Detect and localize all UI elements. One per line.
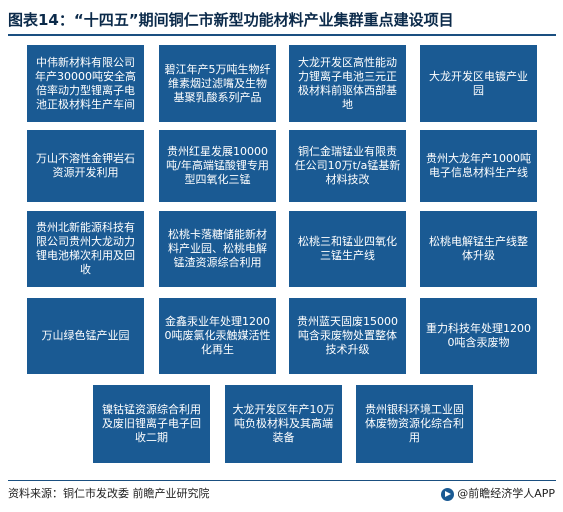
project-box: 中伟新材料有限公司年产30000吨安全高倍率动力型锂离子电池正极材料生产车间 [27,45,144,122]
project-label: 贵州大龙年产1000吨电子信息材料生产线 [426,152,531,179]
brand-label: @前瞻经济学人APP [457,487,555,500]
page-title: 图表14：“十四五”期间铜仁市新型功能材料产业集群重点建设项目 [8,11,454,29]
project-label: 中伟新材料有限公司年产30000吨安全高倍率动力型锂离子电池正极材料生产车间 [35,55,136,111]
project-box: 松桃电解锰生产线整体升级 [420,211,537,287]
project-label: 大龙开发区年产10万吨负极材料及其高端装备 [232,403,335,444]
source-note: 资料来源：铜仁市发改委 前瞻产业研究院 [8,487,210,500]
project-label: 镍钴锰资源综合利用及废旧锂离子电子回收二期 [102,403,201,444]
project-box: 镍钴锰资源综合利用及废旧锂离子电子回收二期 [93,385,210,463]
project-box: 贵州红星发展10000吨/年高端锰酸锂专用型四氧化三锰 [159,130,276,202]
project-box: 铜仁金瑞锰业有限责任公司10万t/a锰基新材料技改 [289,130,406,202]
project-box: 贵州北新能源科技有限公司贵州大龙动力锂电池梯次利用及回收 [27,211,144,287]
project-box: 金鑫汞业年处理12000吨废氯化汞触媒活性化再生 [159,298,276,374]
project-box: 大龙开发区电镀产业园 [420,45,537,122]
project-label: 松桃电解锰生产线整体升级 [429,235,528,262]
project-label: 万山绿色锰产业园 [41,329,130,342]
project-box: 重力科技年处理12000吨含汞废物 [420,298,537,374]
project-box: 贵州银科环境工业固体废物资源化综合利用 [356,385,473,463]
project-box: 贵州蓝天固废15000吨含汞废物处置整体技术升级 [289,298,406,374]
project-label: 碧江年产5万吨生物纤维素烟过滤嘴及生物基聚乳酸系列产品 [164,62,271,104]
project-box: 松桃三和锰业四氧化三锰生产线 [289,211,406,287]
project-label: 松桃卡落糖储能新材料产业园、松桃电解锰渣资源综合利用 [168,228,267,269]
project-label: 贵州蓝天固废15000吨含汞废物处置整体技术升级 [297,315,398,356]
project-label: 松桃三和锰业四氧化三锰生产线 [298,235,397,262]
title-divider [8,34,556,36]
brand-credit: @前瞻经济学人APP [441,486,555,502]
project-box: 松桃卡落糖储能新材料产业园、松桃电解锰渣资源综合利用 [159,211,276,287]
project-label: 铜仁金瑞锰业有限责任公司10万t/a锰基新材料技改 [294,145,401,186]
project-label: 贵州红星发展10000吨/年高端锰酸锂专用型四氧化三锰 [166,145,269,186]
project-label: 重力科技年处理12000吨含汞废物 [426,322,531,349]
project-label: 贵州银科环境工业固体废物资源化综合利用 [365,403,464,444]
project-label: 大龙开发区高性能动力锂离子电池三元正极材料前驱体西部基地 [298,55,397,111]
project-box: 大龙开发区高性能动力锂离子电池三元正极材料前驱体西部基地 [289,45,406,122]
project-box: 万山绿色锰产业园 [27,298,144,374]
project-label: 贵州北新能源科技有限公司贵州大龙动力锂电池梯次利用及回收 [36,221,135,276]
project-label: 大龙开发区电镀产业园 [429,69,528,97]
project-box: 万山不溶性金钾岩石资源开发利用 [27,130,144,202]
project-box: 碧江年产5万吨生物纤维素烟过滤嘴及生物基聚乳酸系列产品 [159,45,276,122]
project-box: 贵州大龙年产1000吨电子信息材料生产线 [420,130,537,202]
project-label: 金鑫汞业年处理12000吨废氯化汞触媒活性化再生 [164,315,271,356]
brand-logo-icon [441,487,455,501]
footer-divider [8,480,556,481]
project-box: 大龙开发区年产10万吨负极材料及其高端装备 [225,385,342,463]
project-label: 万山不溶性金钾岩石资源开发利用 [36,152,135,179]
